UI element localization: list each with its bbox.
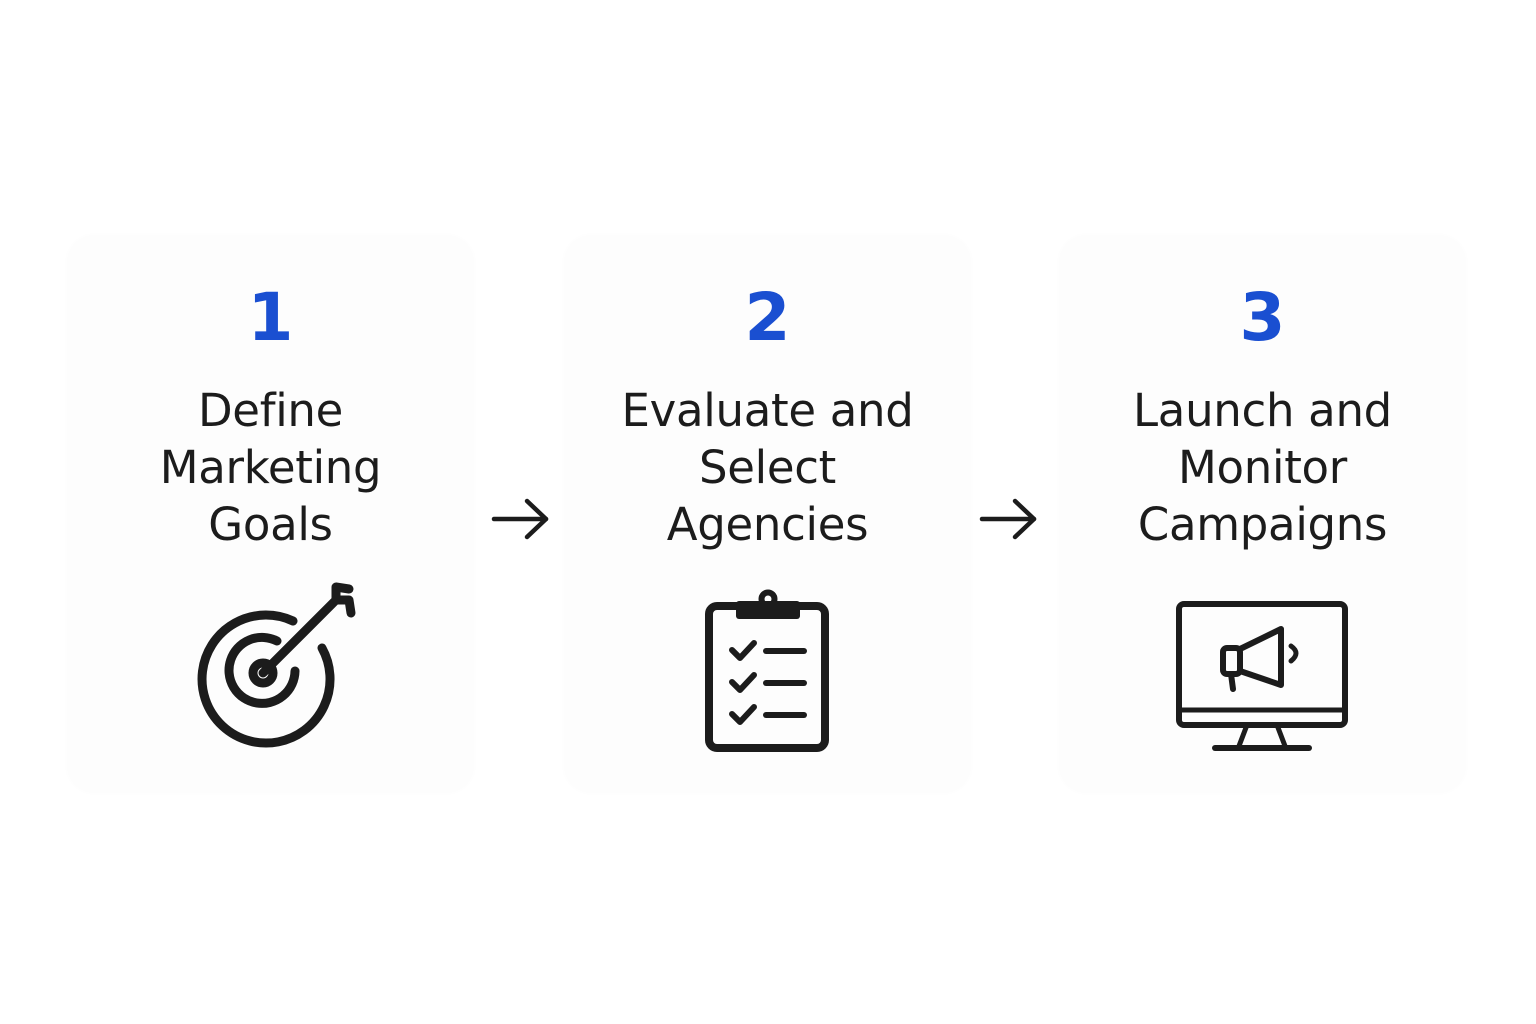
monitor-megaphone-icon bbox=[1175, 601, 1351, 753]
step-title-line: Goals bbox=[208, 498, 333, 551]
arrow-right-icon bbox=[491, 497, 551, 541]
step-card-2: 2 Evaluate and Select Agencies bbox=[565, 236, 970, 792]
step-title-line: Define bbox=[197, 384, 344, 437]
step-card-3: 3 Launch and Monitor Campaigns bbox=[1060, 236, 1465, 792]
step-title: Define Marketing Goals bbox=[68, 382, 473, 553]
clipboard-checklist-icon bbox=[704, 588, 832, 754]
step-title: Launch and Monitor Campaigns bbox=[1060, 382, 1465, 553]
step-title-line: Campaigns bbox=[1137, 498, 1388, 551]
step-title-line: Monitor bbox=[1178, 441, 1347, 494]
step-number: 1 bbox=[247, 279, 294, 356]
step-number: 2 bbox=[744, 279, 791, 356]
step-number: 3 bbox=[1239, 279, 1286, 356]
step-title-line: Evaluate and bbox=[621, 384, 914, 437]
target-arrow-icon bbox=[197, 582, 359, 748]
step-title-line: Agencies bbox=[666, 498, 869, 551]
step-title-line: Launch and bbox=[1133, 384, 1392, 437]
step-title-line: Select bbox=[698, 441, 837, 494]
step-title-line: Marketing bbox=[159, 441, 382, 494]
step-title: Evaluate and Select Agencies bbox=[565, 382, 970, 553]
arrow-right-icon bbox=[979, 497, 1039, 541]
step-card-1: 1 Define Marketing Goals bbox=[68, 236, 473, 792]
